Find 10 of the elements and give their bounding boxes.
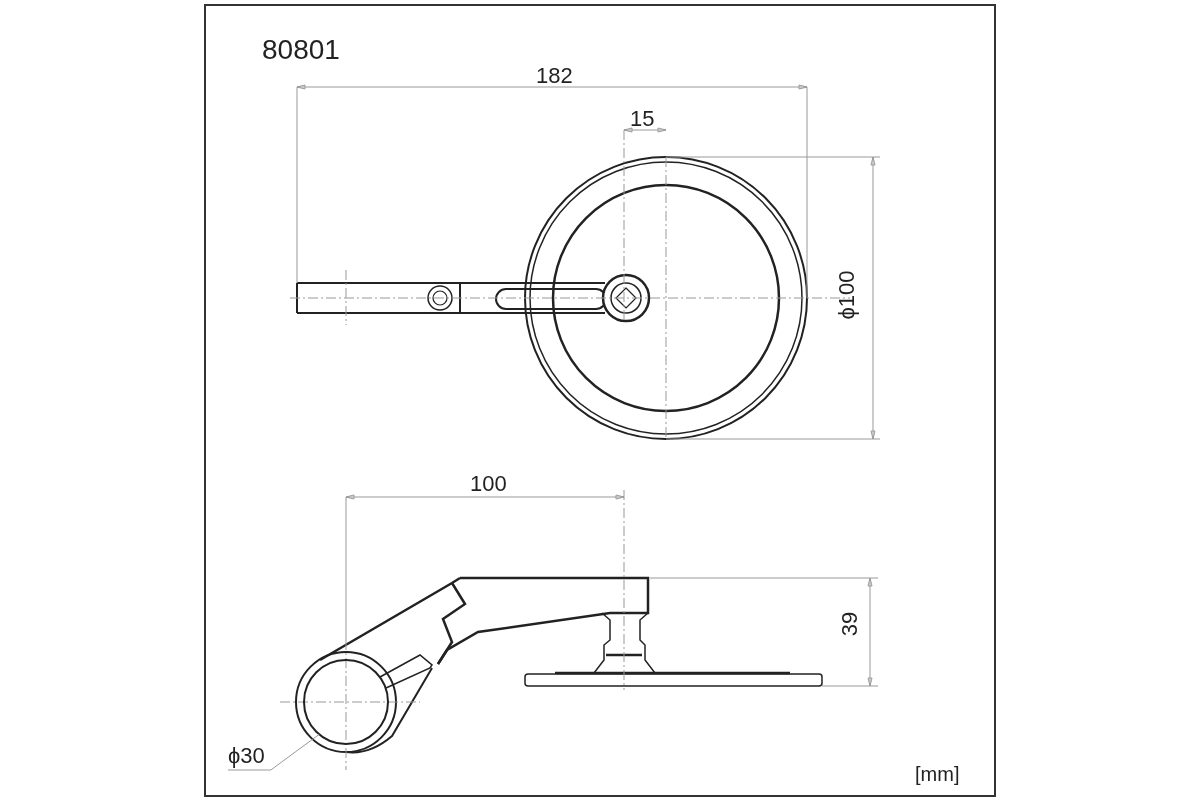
part-number: 80801	[262, 36, 340, 64]
dimension-text: 100	[470, 473, 507, 495]
leader-line	[227, 733, 320, 771]
dimension-text: 182	[536, 65, 573, 87]
dimension-text: 39	[839, 611, 862, 637]
unit-label: [mm]	[915, 764, 960, 784]
dimension-text: 15	[630, 108, 655, 130]
dimension-text: ϕ30	[228, 745, 265, 767]
clamp-circle	[303, 659, 389, 745]
dimension-text: ϕ100	[835, 270, 858, 320]
